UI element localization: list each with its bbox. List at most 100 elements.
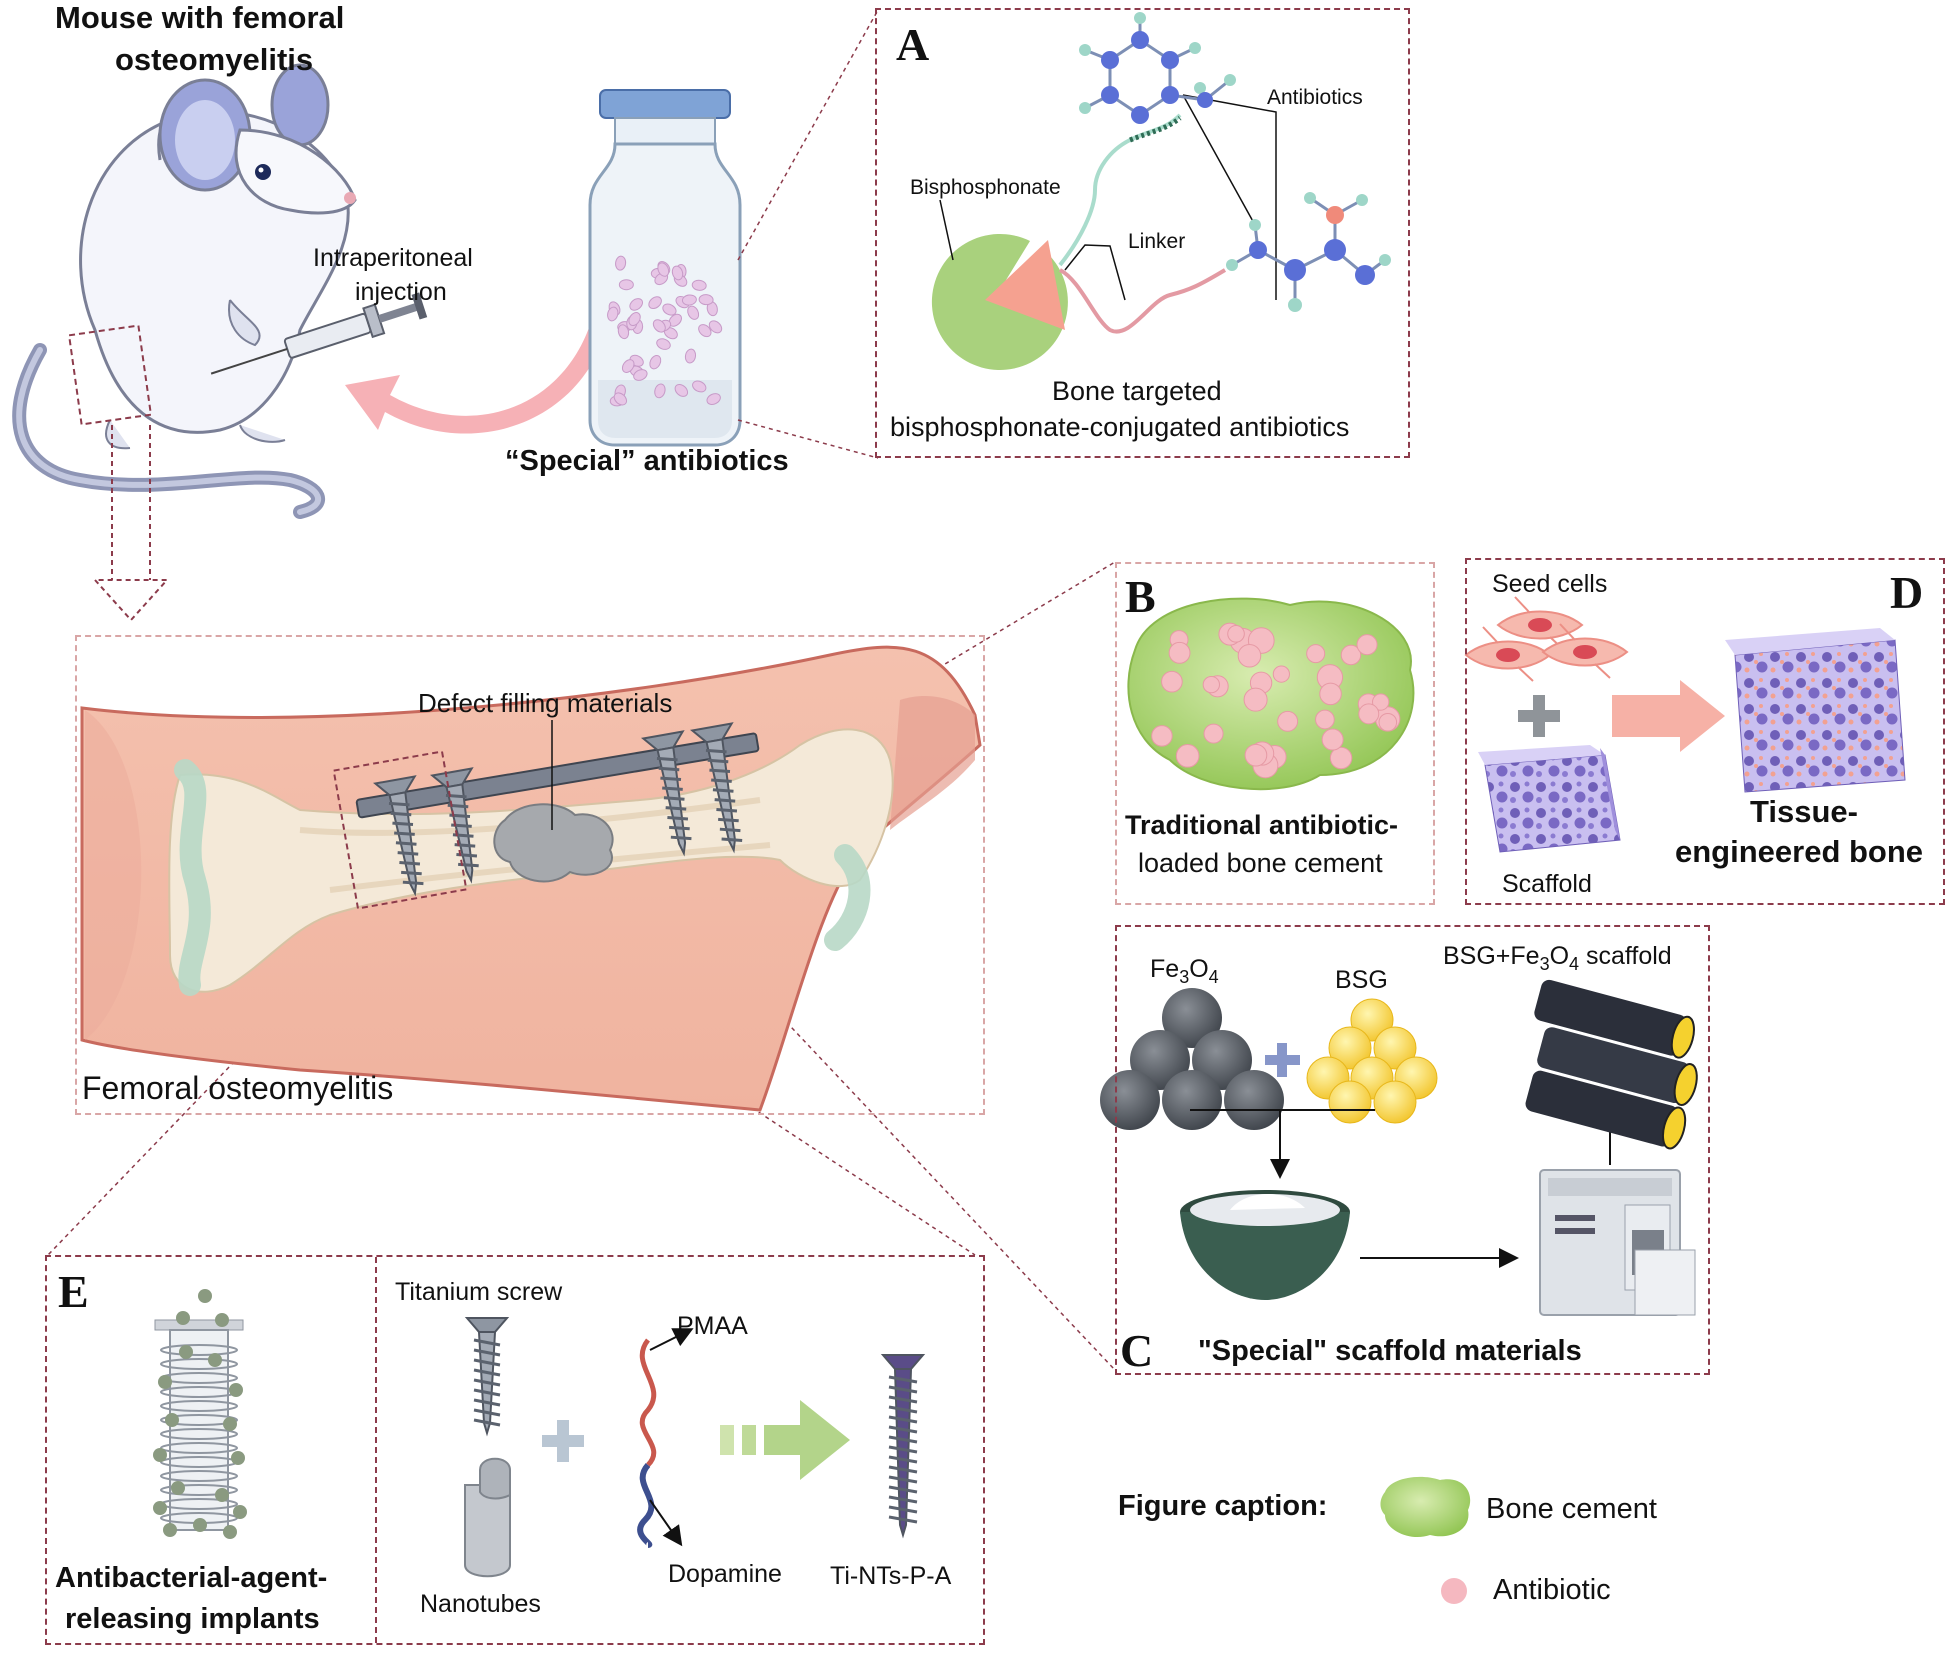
mouse-illustration [12, 63, 428, 622]
fe3o4-label: Fe3O4 [1150, 955, 1219, 987]
scaffold-label: Scaffold [1502, 870, 1592, 898]
atom [1161, 86, 1179, 104]
antibiotic-particle [1202, 675, 1221, 694]
implant-caption-line1: Antibacterial-agent- [55, 1562, 328, 1594]
panel-e-divider [375, 1257, 377, 1643]
implant-thread [160, 1470, 238, 1482]
antibiotic-particle [1315, 709, 1335, 730]
pill [706, 393, 721, 405]
atom [1326, 206, 1344, 224]
bone-screw [464, 1317, 510, 1437]
pill [674, 383, 689, 397]
atom [1101, 51, 1119, 69]
antibiotic-particle [1356, 634, 1378, 656]
antibacterial-particle [229, 1383, 243, 1397]
antibacterial-particle [223, 1417, 237, 1431]
fe3o4-particle [1162, 1070, 1222, 1130]
antibiotic-particle [1358, 703, 1380, 725]
antibiotic-particle [1319, 682, 1342, 706]
atom [1079, 44, 1091, 56]
injection-label-line2: injection [355, 278, 447, 306]
atom [1249, 241, 1267, 259]
atom [1226, 259, 1238, 271]
antibiotic-particle [1277, 710, 1299, 732]
bsg-label: BSG [1335, 966, 1388, 994]
bone-screw [880, 1354, 926, 1539]
tissue-result-line1: Tissue- [1750, 794, 1858, 829]
antibacterial-particle [165, 1413, 179, 1427]
panel-e-frame [45, 1255, 985, 1645]
pill [671, 265, 684, 281]
antibiotic-particle [1321, 728, 1344, 751]
antibacterial-particle [198, 1289, 212, 1303]
antibacterial-particle [179, 1345, 193, 1359]
atom [1079, 102, 1091, 114]
legend-antibiotic-label: Antibiotic [1493, 1574, 1611, 1606]
fe3o4-particle [1162, 988, 1222, 1048]
femur-illustration [80, 645, 982, 1112]
antibiotic-particle [1203, 723, 1224, 744]
product-scaffold-label: BSG+Fe3O4 scaffold [1443, 942, 1672, 974]
panel-b-frame [1115, 562, 1435, 905]
legend-antibiotic-swatch [1441, 1578, 1467, 1604]
pill [613, 392, 628, 406]
antibiotic-particle [1378, 712, 1398, 732]
legend-cement-swatch [1380, 1476, 1471, 1538]
panel-a-caption-line1: Bone targeted [1052, 376, 1222, 406]
mouse-title-line2: osteomyelitis [115, 42, 314, 77]
pill [648, 296, 662, 310]
panel-a-frame [875, 8, 1410, 458]
femur-panel-frame [75, 635, 985, 1115]
antibiotic-particle [1272, 665, 1290, 683]
pink-curved-arrow [345, 325, 605, 434]
pill [684, 348, 697, 364]
antibiotic-particle [1243, 687, 1268, 712]
implant-thread [160, 1428, 238, 1440]
pill [687, 305, 700, 320]
injection-label-line1: Intraperitoneal [313, 244, 473, 272]
atom [1379, 254, 1391, 266]
antibacterial-particle [208, 1353, 222, 1367]
atom [1101, 86, 1119, 104]
bone-screw [640, 730, 692, 857]
atom [1356, 194, 1368, 206]
implant-thread [160, 1442, 238, 1454]
panel-b-letter: B [1125, 571, 1156, 622]
antibiotic-particle [1161, 670, 1183, 693]
seed-cells-label: Seed cells [1492, 570, 1608, 598]
pill [698, 294, 714, 306]
antibiotic-particle [1340, 644, 1362, 666]
legend-cement-label: Bone cement [1486, 1493, 1657, 1525]
atom [1324, 239, 1346, 261]
atom [1161, 51, 1179, 69]
antibiotic-particle [1168, 641, 1191, 664]
legend-title: Figure caption: [1118, 1490, 1328, 1522]
antibacterial-particle [233, 1505, 247, 1519]
tissue-result-line2: engineered bone [1675, 834, 1924, 869]
implant-thread [160, 1400, 238, 1412]
fe3o4-particle [1224, 1070, 1284, 1130]
antibiotic-particle [1244, 743, 1268, 767]
antibacterial-particle [231, 1451, 245, 1465]
pill [681, 294, 697, 306]
antibiotic-particle [1151, 725, 1173, 747]
antibacterial-particle [171, 1481, 185, 1495]
panel-b-caption-line2: loaded bone cement [1138, 848, 1383, 878]
panel-c-letter: C [1120, 1325, 1154, 1376]
implant-thread [160, 1414, 238, 1426]
panel-d-letter: D [1890, 567, 1924, 618]
pill [633, 369, 648, 381]
implant-thread [160, 1484, 238, 1496]
panel-c-frame [1115, 925, 1710, 1375]
panel-a-letter: A [896, 19, 930, 70]
titanium-screw-label: Titanium screw [395, 1278, 563, 1306]
antibacterial-particle [158, 1375, 172, 1389]
implant-illustration [153, 1289, 926, 1578]
pill [698, 324, 712, 338]
panel-c-caption: "Special" scaffold materials [1198, 1335, 1582, 1367]
antibacterial-particle [215, 1488, 229, 1502]
mouse-title-line1: Mouse with femoral [55, 0, 345, 35]
antibacterial-particle [193, 1518, 207, 1532]
